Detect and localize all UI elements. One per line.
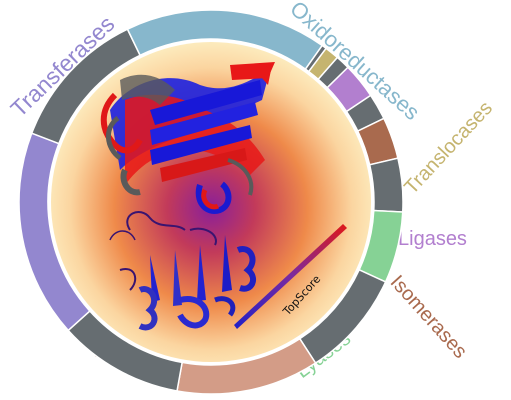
upper-protein-structure	[100, 62, 275, 214]
ring-segment-gray-d	[368, 157, 404, 213]
lower-protein-structure	[109, 211, 257, 331]
ring-segment-gray-f	[67, 310, 184, 392]
topscore-gradient-bar	[234, 224, 347, 329]
ring-label-isomerases: Isomerases	[386, 271, 472, 363]
ring-label-ligases: Ligases	[398, 228, 467, 250]
